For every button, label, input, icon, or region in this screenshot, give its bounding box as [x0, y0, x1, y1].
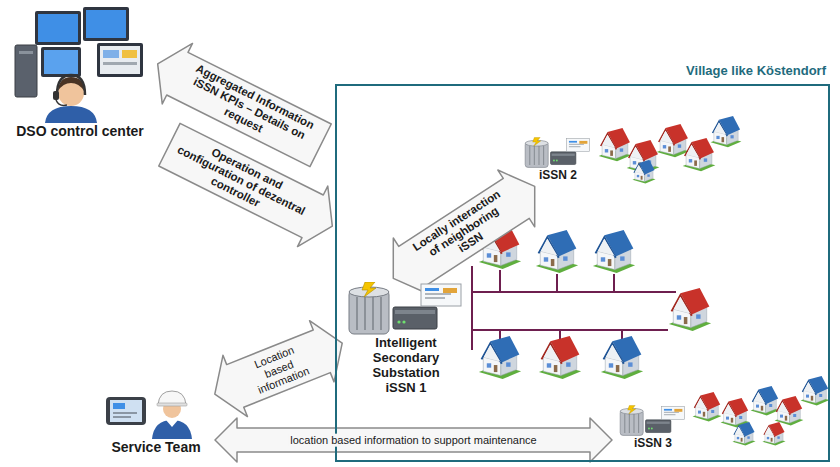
block-arrow: [393, 170, 534, 295]
node-label: iSSN 2: [523, 169, 593, 183]
service-team-node: Service Team: [100, 385, 212, 457]
node-label: DSO control center: [16, 123, 144, 139]
arrow-label: Location based information: [236, 337, 322, 401]
substation-node: Intelligent Secondary Substation iSSN 1: [345, 280, 467, 398]
house: [536, 230, 578, 273]
house: [593, 230, 635, 273]
substation-node: iSSN 3: [615, 403, 691, 453]
house: [669, 288, 711, 331]
icon-art: [525, 137, 590, 167]
village-region: Village like Köstendorf iSSN 2 Intelligent…: [335, 62, 830, 462]
arrow-label: Locally interaction of neighboring iSSN: [408, 186, 521, 278]
node-label: Service Team: [102, 439, 210, 455]
block-arrow: [215, 321, 342, 417]
node-icon: [13, 5, 148, 123]
region-title: Village like Köstendorf: [686, 64, 826, 79]
house: [775, 396, 804, 425]
node-icon: [102, 387, 210, 439]
feeder-wire: [472, 329, 668, 331]
icon-art: [15, 7, 143, 123]
house: [539, 336, 581, 379]
node-icon: [619, 405, 687, 437]
arrow-label: location based information to support ma…: [288, 434, 538, 447]
network-wires: [472, 266, 676, 350]
block-arrow: [215, 418, 612, 462]
icon-art: [349, 282, 461, 334]
house: [683, 138, 716, 171]
icon-art: [106, 391, 192, 439]
house: [721, 398, 750, 427]
node-label: Intelligent Secondary Substation iSSN 1: [360, 336, 452, 396]
house: [632, 160, 655, 184]
control-center-node: DSO control center: [5, 3, 155, 141]
house: [693, 392, 722, 421]
icon-art: [620, 405, 685, 435]
house: [762, 422, 785, 446]
house: [479, 336, 521, 379]
node-icon: [524, 137, 592, 169]
house: [657, 124, 690, 157]
feeder-wire: [472, 291, 676, 293]
house: [601, 336, 643, 379]
region-heading: Village like Köstendorf: [686, 64, 826, 79]
house: [732, 422, 755, 446]
house-tap: [613, 274, 615, 292]
node-label: iSSN 3: [617, 437, 689, 451]
house: [711, 116, 742, 147]
houses: [479, 116, 830, 446]
substation-node: iSSN 2: [522, 135, 594, 185]
house-tap: [499, 270, 501, 292]
house: [751, 386, 780, 415]
house: [801, 376, 830, 405]
house: [599, 128, 632, 161]
node-icon: [347, 282, 465, 336]
feeder-wire: [471, 266, 473, 350]
house-tap: [556, 274, 558, 292]
